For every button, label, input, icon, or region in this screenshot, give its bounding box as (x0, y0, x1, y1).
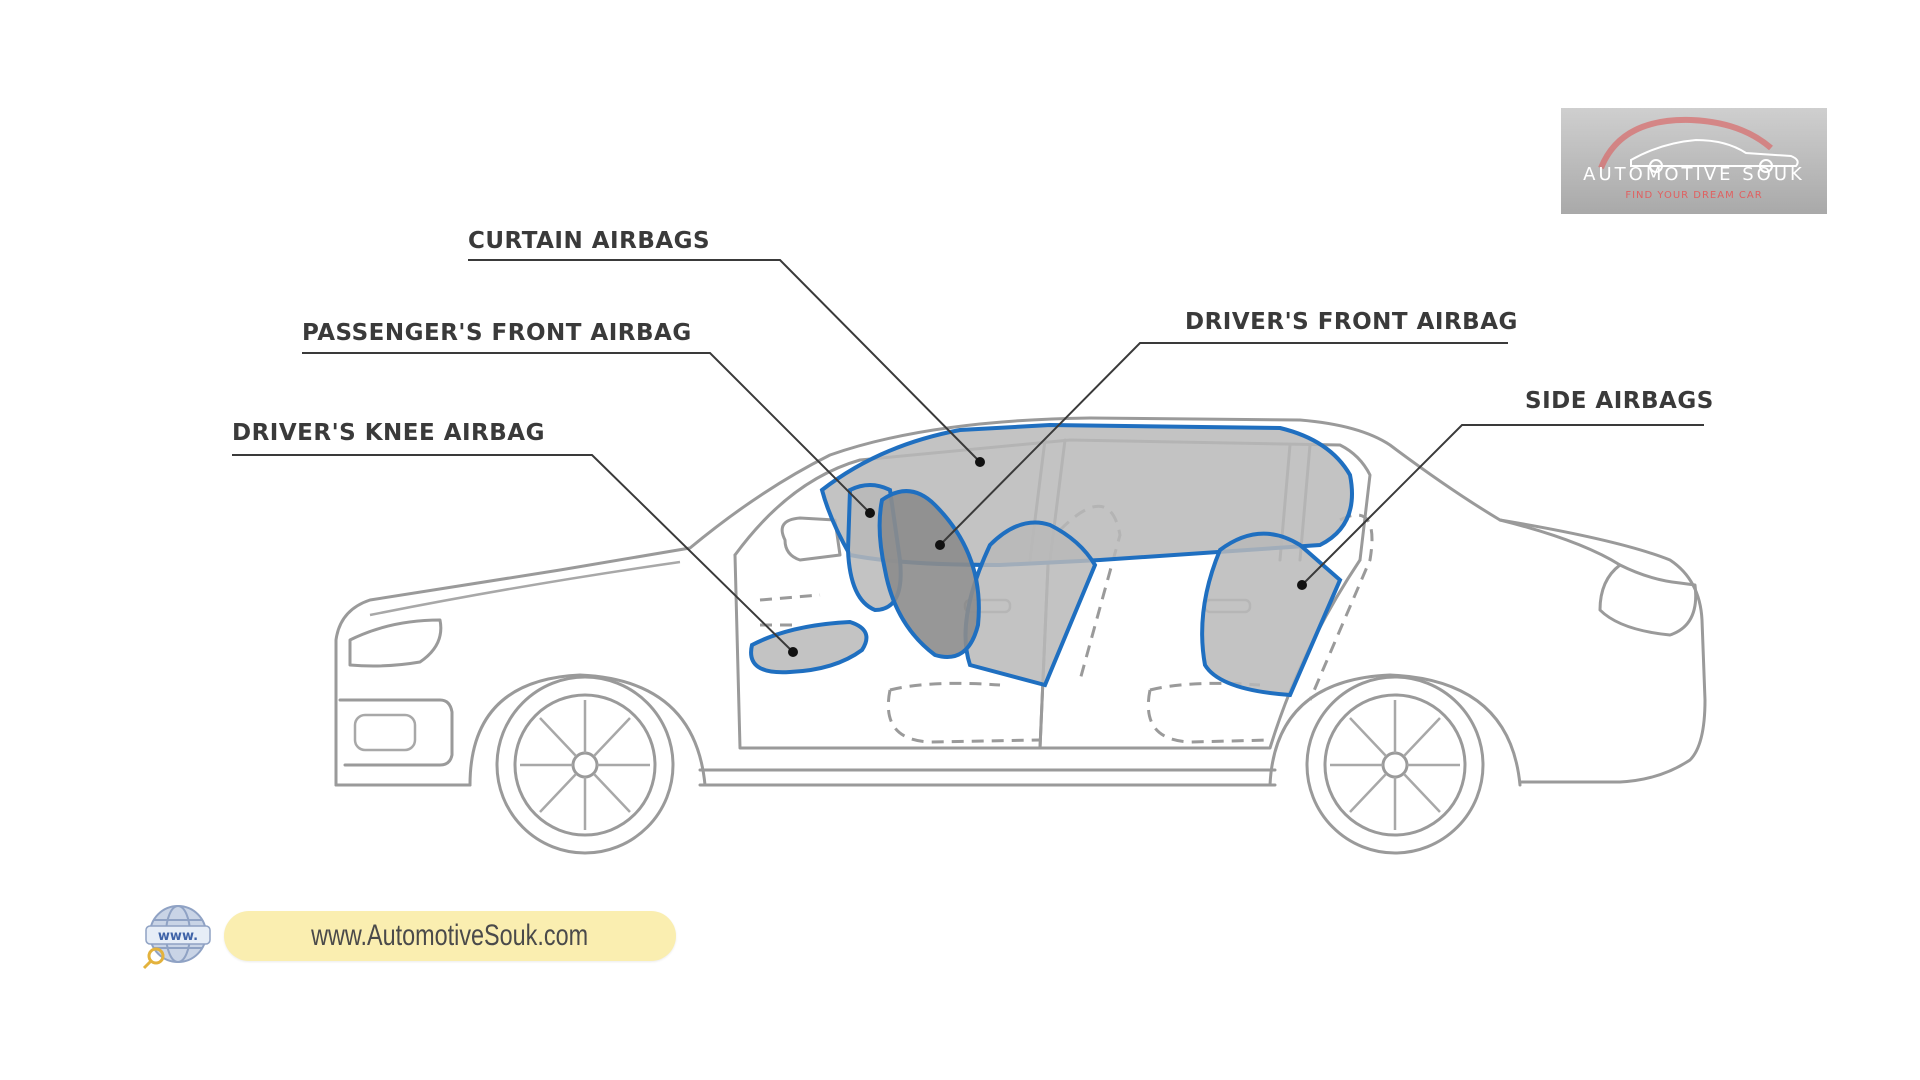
knee-airbag-shape (749, 619, 869, 675)
www-globe-icon: www. (140, 900, 212, 972)
side-airbags-leader (1301, 424, 1704, 586)
foglight (353, 713, 417, 752)
side-airbag-rear-shape (1200, 531, 1343, 698)
logo-car-icon (1598, 116, 1799, 173)
curtain-airbags-leader (468, 259, 981, 463)
website-url-pill[interactable]: www.AutomotiveSouk.com (224, 911, 676, 961)
front-wheel-arch (468, 673, 707, 787)
front-bumper (334, 698, 472, 787)
curtain-airbags-label: CURTAIN AIRBAGS (468, 228, 710, 254)
headlight (348, 618, 443, 668)
car-body-outline (334, 416, 1707, 787)
curtain-airbags-marker (975, 457, 985, 467)
drivers-front-airbag-marker (935, 540, 945, 550)
seat-outline-front (886, 681, 1041, 744)
website-url[interactable]: www.AutomotiveSouk.com (311, 919, 589, 952)
hood-line (369, 560, 681, 617)
side-mirror (780, 516, 842, 562)
logo-tagline: FIND YOUR DREAM CAR (1625, 190, 1763, 201)
passengers-front-airbag-label: PASSENGER'S FRONT AIRBAG (302, 320, 692, 346)
drivers-knee-airbag-label: DRIVER'S KNEE AIRBAG (232, 420, 545, 446)
passengers-front-airbag-leader (302, 352, 871, 514)
drivers-front-airbag-leader (939, 342, 1508, 546)
automotive-souk-logo: AUTOMOTIVE SOUK FIND YOUR DREAM CAR (1561, 108, 1827, 214)
seat-outline-rear (1146, 681, 1271, 744)
front-wheel (495, 675, 675, 855)
car-rocker (698, 768, 1277, 787)
callouts: CURTAIN AIRBAGS PASSENGER'S FRONT AIRBAG… (232, 228, 1714, 657)
drivers-front-airbag-label: DRIVER'S FRONT AIRBAG (1185, 309, 1518, 335)
website-bar: www. www.AutomotiveSouk.com (140, 900, 676, 972)
side-airbags-marker (1297, 580, 1307, 590)
drivers-knee-airbag-leader (232, 454, 794, 653)
dash-outline (759, 593, 821, 627)
rear-wheel-arch (1268, 673, 1522, 787)
side-airbags-label: SIDE AIRBAGS (1525, 388, 1714, 414)
window-frame (733, 438, 1372, 562)
logo-brand-name: AUTOMOTIVE SOUK (1583, 164, 1805, 185)
rear-wheel (1305, 675, 1485, 855)
driver-front-airbag-shape (877, 489, 981, 659)
svg-text:www.: www. (158, 929, 198, 944)
drivers-knee-airbag-marker (788, 647, 798, 657)
passengers-front-airbag-marker (865, 508, 875, 518)
trunk (1498, 518, 1698, 637)
